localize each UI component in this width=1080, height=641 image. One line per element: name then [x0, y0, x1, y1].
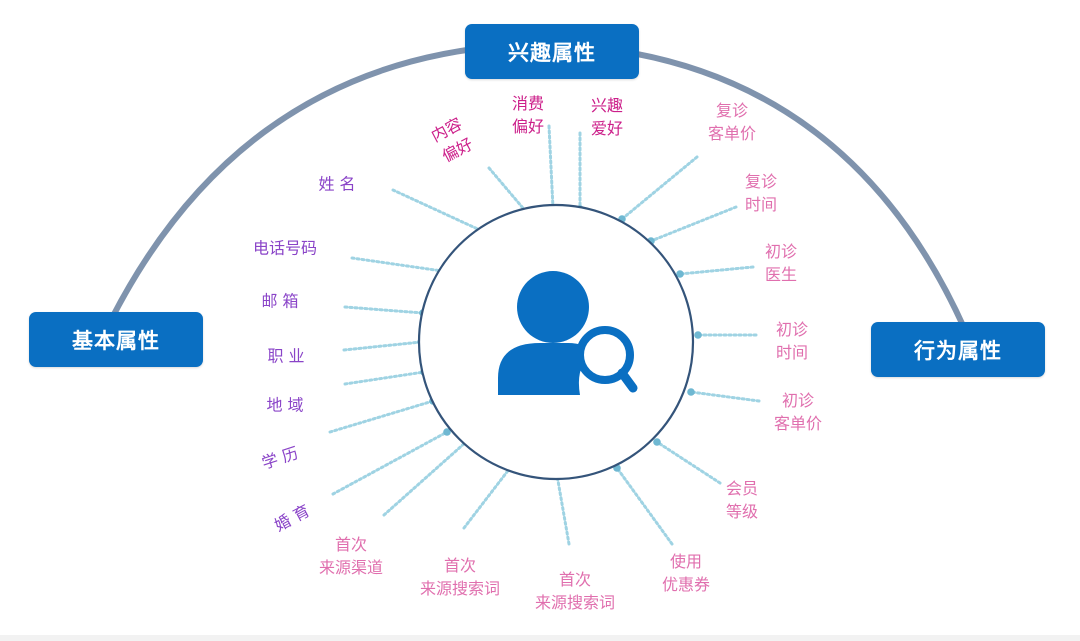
connector-dot [694, 331, 702, 339]
connector-line [462, 466, 512, 530]
label-first-visit-time: 初诊 时间 [775, 320, 809, 362]
label-first-search-2: 首次 来源搜索词 [534, 570, 616, 612]
connector-line [678, 265, 755, 276]
label-revisit-time: 复诊 时间 [744, 172, 778, 214]
connector-line [655, 440, 722, 485]
basic-attributes-box[interactable]: 基本属性 [29, 312, 203, 367]
label-name: 姓 名 [318, 174, 356, 194]
label-hobby: 兴趣 爱好 [590, 96, 624, 138]
connector-line [620, 155, 699, 221]
connector-line [555, 473, 571, 546]
connector-line [547, 124, 555, 210]
connector-dot [687, 388, 695, 396]
label-coupon: 使用 优惠券 [661, 552, 711, 594]
behavior-attributes-box[interactable]: 行为属性 [871, 322, 1045, 377]
connector-line [350, 256, 444, 273]
label-first-visit-price: 初诊 客单价 [773, 391, 823, 433]
label-first-search-1: 首次 来源搜索词 [419, 556, 501, 598]
connector-line [331, 430, 449, 496]
connector-line [382, 440, 468, 517]
connector-line [689, 390, 761, 403]
connector-line [328, 399, 435, 434]
label-email: 邮 箱 [261, 291, 299, 311]
label-first-channel: 首次 来源渠道 [318, 535, 384, 577]
label-revisit-price: 复诊 客单价 [707, 101, 757, 143]
connector-line [487, 166, 530, 216]
label-phone: 电话号码 [252, 238, 318, 258]
connector-dot [443, 428, 451, 436]
label-consumption: 消费 偏好 [511, 94, 545, 136]
label-first-visit-doctor: 初诊 医生 [764, 242, 798, 284]
connector-line [343, 370, 426, 386]
connector-line [649, 205, 738, 243]
label-member-level: 会员 等级 [725, 479, 759, 521]
label-job: 职 业 [267, 346, 305, 366]
connector-line [615, 466, 674, 546]
user-search-icon [498, 271, 638, 395]
connector-line [342, 340, 423, 352]
interest-attributes-box[interactable]: 兴趣属性 [465, 24, 639, 79]
connector-dot [676, 270, 684, 278]
label-region: 地 域 [266, 395, 304, 415]
footer-strip [0, 635, 1080, 641]
connector-dot [653, 438, 661, 446]
connector-line [391, 188, 484, 233]
connector-line [343, 305, 425, 315]
